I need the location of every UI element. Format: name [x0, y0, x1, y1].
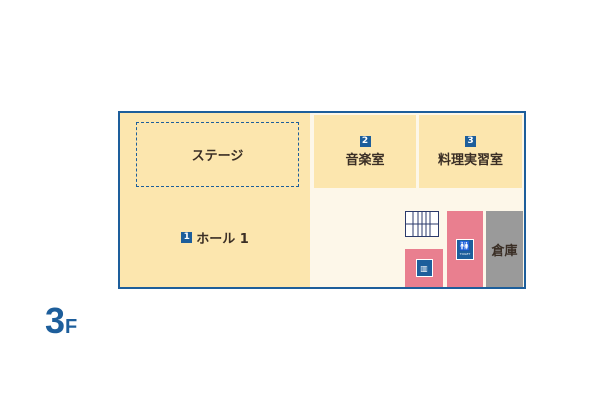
room-label: 倉庫 [491, 243, 518, 259]
elevator[interactable]: ▥ [405, 249, 443, 287]
room-label: 料理実習室 [437, 152, 503, 168]
stairs-icon [405, 211, 439, 237]
room-number-badge: 2 [359, 135, 371, 147]
room-label: 音楽室 [345, 152, 385, 168]
room-cooking[interactable]: 3 料理実習室 [419, 115, 522, 188]
room-number-badge: 3 [465, 135, 476, 147]
room-storage[interactable]: 倉庫 [486, 211, 523, 287]
toilet-icon-text: TOILET [459, 252, 471, 256]
elevator-icon: ▥ [415, 259, 433, 277]
stage-area[interactable]: ステージ [136, 122, 299, 187]
room-hall-1[interactable]: 1 ホール 1 [120, 113, 310, 287]
floor-map: 1 ホール 1 ステージ 2 音楽室 3 料理実習室 ▥ 🚻TOILET 倉庫 [118, 111, 526, 289]
room-music[interactable]: 2 音楽室 [314, 115, 416, 188]
stage-label: ステージ [191, 149, 244, 164]
toilet[interactable]: 🚻TOILET [447, 211, 483, 287]
floor-label: 3F [45, 300, 78, 341]
room-number-badge: 1 [181, 232, 193, 243]
room-label: ホール 1 [196, 232, 249, 247]
toilet-icon: 🚻TOILET [456, 238, 474, 260]
